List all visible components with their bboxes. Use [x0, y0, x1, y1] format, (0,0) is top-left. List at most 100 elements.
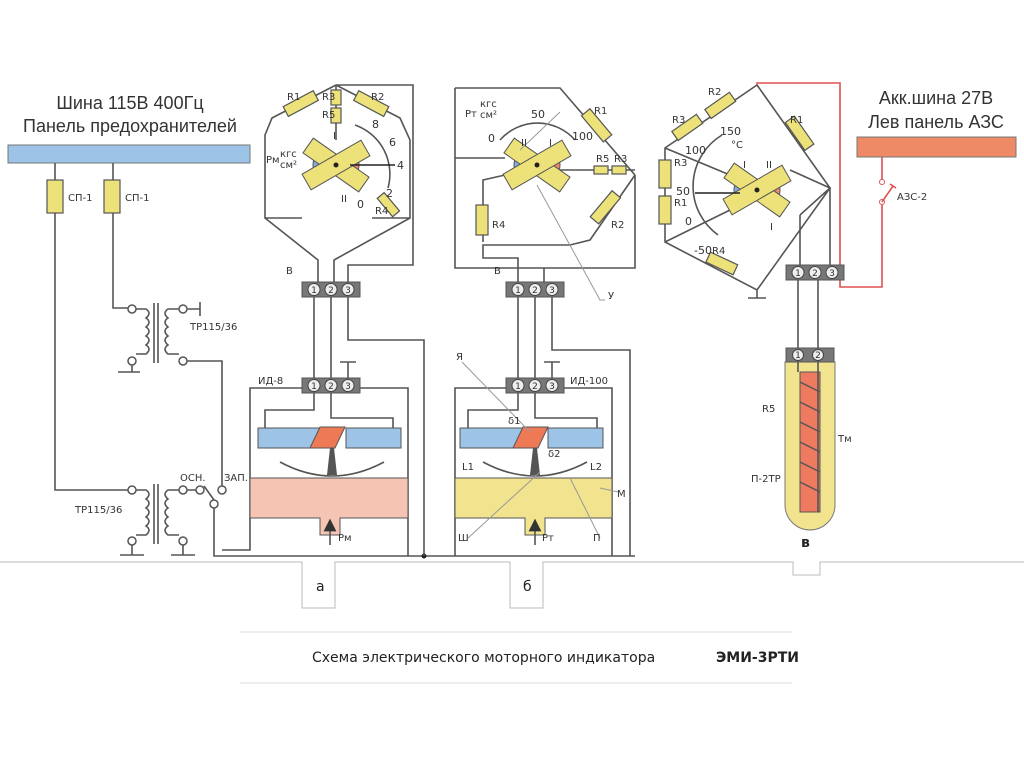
breaker-azs2[interactable]	[879, 179, 897, 205]
breaker-label: АЗС-2	[897, 192, 927, 203]
panel-c-coil-2: II	[766, 160, 772, 171]
svg-text:1: 1	[311, 286, 317, 296]
probe-temperature-label: Tм	[837, 434, 852, 445]
svg-text:3: 3	[549, 286, 555, 296]
panel-a-unit-num: кгс	[280, 149, 297, 160]
panel-a-scale-8: 8	[372, 118, 379, 131]
selector-switch[interactable]	[195, 485, 635, 557]
panel-c-scale-0: 0	[685, 215, 692, 228]
power-wire-27v	[756, 82, 883, 288]
transformer-2-label: ТР115/36	[74, 505, 122, 516]
panel-a-scale-0: 0	[357, 198, 364, 211]
panel-b-scale-0: 0	[488, 132, 495, 145]
panel-c-scale-100: 100	[685, 144, 706, 157]
panel-c-r2a: R2	[708, 87, 721, 98]
caption-model: ЭМИ-3РТИ	[716, 650, 799, 666]
panel-b-unit-den: см²	[480, 110, 497, 121]
svg-text:3: 3	[345, 286, 351, 296]
panel-b-pointer-label: У	[608, 291, 614, 302]
right-bus-bar	[856, 136, 1017, 158]
panel-a-tab-label: а	[316, 579, 325, 595]
panel-b-gap2: δ2	[548, 449, 560, 460]
panel-a-bridge	[264, 84, 414, 282]
transformer-1	[118, 302, 223, 486]
panel-b-scale-100: 100	[572, 130, 593, 143]
panel-c-r4: R4	[712, 246, 725, 257]
panel-a-r3: R3	[322, 92, 335, 103]
temperature-probe-p2tr	[784, 347, 836, 531]
panel-a-unit-den: см²	[280, 160, 297, 171]
panel-b-anchor-label: Я	[456, 352, 463, 363]
panel-c-r3a: R3	[672, 115, 685, 126]
panel-b-spring-label: П	[593, 533, 601, 544]
left-bus-subtitle: Панель предохранителей	[23, 116, 237, 136]
svg-text:1: 1	[515, 286, 521, 296]
panel-b-coil-l2: L2	[590, 462, 602, 473]
svg-text:1: 1	[795, 269, 801, 279]
sensor-id8	[222, 387, 409, 556]
panel-b-coil-l1: L1	[462, 462, 474, 473]
panel-b-gauge-label: Pт	[465, 109, 477, 120]
transformer-2	[120, 484, 196, 556]
panel-b-r5: R5	[596, 154, 609, 165]
panel-c-bridge	[658, 84, 832, 299]
svg-text:3: 3	[345, 382, 351, 392]
svg-text:2: 2	[532, 382, 538, 392]
panel-a-gauge-label: Pм	[266, 155, 280, 166]
panel-a-coil-1: I	[333, 131, 336, 142]
panel-b-rod-label: Ш	[458, 533, 469, 544]
fuse-1-label: СП-1	[68, 193, 92, 204]
panel-a-coil-2: II	[341, 194, 347, 205]
panel-c-scale-minus50: -50	[694, 244, 712, 257]
switch-main-label: ОСН.	[180, 473, 206, 484]
svg-text:3: 3	[829, 269, 835, 279]
panel-c-r3b: R3	[674, 158, 687, 169]
panel-a-diode-label: В	[286, 266, 293, 277]
panel-b-scale-50: 50	[531, 108, 545, 121]
panel-a-r5: R5	[322, 110, 335, 121]
panel-c-scale-50: 50	[676, 185, 690, 198]
left-bus-title: Шина 115В 400Гц	[56, 93, 203, 113]
panel-a-scale-6: 6	[389, 136, 396, 149]
transformer-1-label: ТР115/36	[189, 322, 237, 333]
panel-a-r1: R1	[287, 92, 300, 103]
svg-text:2: 2	[812, 269, 818, 279]
svg-text:2: 2	[328, 382, 334, 392]
svg-text:2: 2	[532, 286, 538, 296]
panel-c-r1a: R1	[790, 115, 803, 126]
panel-b-coil-2: II	[521, 138, 527, 149]
svg-text:2: 2	[328, 286, 334, 296]
panel-b-r1: R1	[594, 106, 607, 117]
panel-b-gap1: δ1	[508, 416, 520, 427]
svg-text:1: 1	[311, 382, 317, 392]
panel-b-r4: R4	[492, 220, 505, 231]
panel-c-r1b: R1	[674, 198, 687, 209]
panel-a-r4: R4	[375, 206, 388, 217]
switch-reserve-label: ЗАП.	[224, 473, 248, 484]
sensor-id8-label: ИД-8	[258, 376, 283, 387]
svg-text:2: 2	[815, 351, 821, 361]
panel-b-pressure: Pт	[542, 533, 554, 544]
fuse-1	[46, 179, 64, 214]
panel-b-tab-label: б	[523, 579, 532, 595]
svg-text:1: 1	[515, 382, 521, 392]
panel-b-r2: R2	[611, 220, 624, 231]
fuse-2-label: СП-1	[125, 193, 149, 204]
right-bus-subtitle: Лев панель АЗС	[868, 112, 1004, 132]
fuse-2	[103, 179, 121, 214]
panel-a-scale-2: 2	[386, 187, 393, 200]
right-bus-title: Акк.шина 27В	[879, 88, 993, 108]
panel-divider	[0, 561, 1024, 609]
panel-c-tab-label: в	[801, 535, 810, 551]
probe-resistor-label: R5	[762, 404, 775, 415]
panel-b-r3: R3	[614, 154, 627, 165]
caption-text: Схема электрического моторного индикатор…	[312, 650, 655, 666]
panel-a-pressure: Pм	[338, 533, 352, 544]
panel-a-scale-4: 4	[397, 159, 404, 172]
panel-b-coil-1: I	[549, 138, 552, 149]
panel-b-membrane-label: М	[617, 489, 626, 500]
panel-b-unit-num: кгс	[480, 99, 497, 110]
caption-box: Схема электрического моторного индикатор…	[240, 631, 799, 684]
probe-label: П-2ТР	[751, 474, 781, 485]
